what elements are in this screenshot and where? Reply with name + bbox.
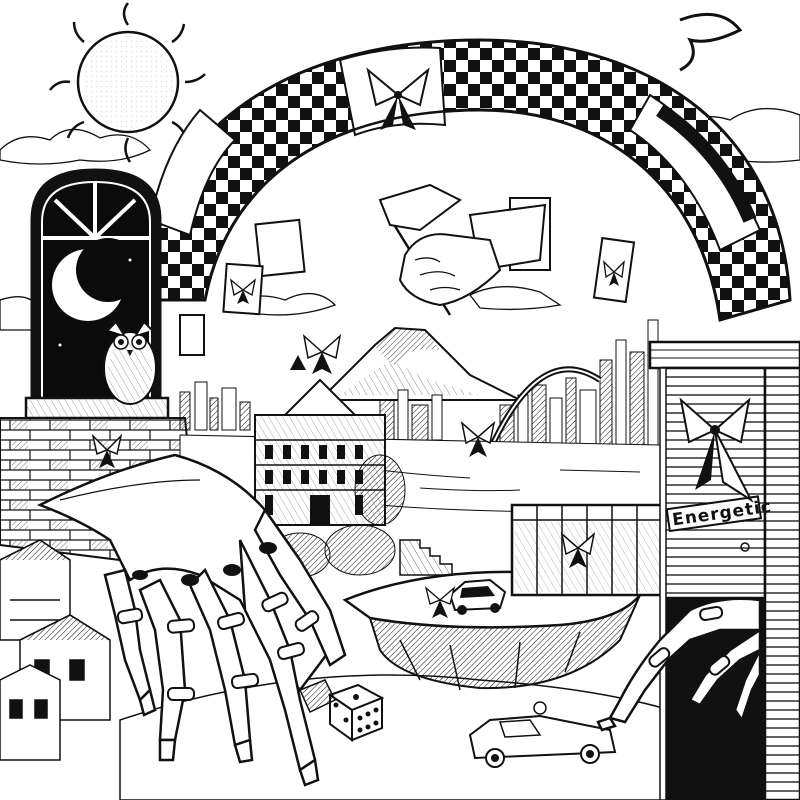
owl-icon xyxy=(103,320,157,405)
bow-ribbon-icon xyxy=(560,531,596,568)
city-skyline xyxy=(179,319,659,446)
bow-ribbon-icon xyxy=(230,278,256,304)
floating-hand-with-flag xyxy=(378,183,547,316)
bow-ribbon-icon xyxy=(91,433,123,468)
bow-ribbon-icon xyxy=(603,260,625,286)
bow-ribbon-icon xyxy=(366,67,430,130)
die-icon xyxy=(298,679,337,714)
bow-ribbon-icon xyxy=(424,586,456,618)
robotic-hand-left xyxy=(36,453,347,787)
bow-ribbon-icon xyxy=(302,333,342,374)
bow-ribbon-icon xyxy=(460,420,496,457)
floating-cards xyxy=(179,197,636,356)
night-window xyxy=(24,168,170,422)
sun-icon xyxy=(49,2,206,163)
toy-car-bottom xyxy=(468,701,617,768)
stairs xyxy=(399,539,453,576)
village-houses xyxy=(0,539,111,761)
shop-shutter: Energetic xyxy=(648,340,800,800)
die-icon xyxy=(327,683,385,742)
mountain-peak xyxy=(317,326,521,401)
robotic-hand-right xyxy=(596,597,762,732)
crescent-moon-icon xyxy=(52,238,140,321)
checkered-arch xyxy=(138,38,792,322)
bow-ribbon-icon xyxy=(679,397,754,503)
squiggle-line xyxy=(679,12,743,72)
toy-car-on-island xyxy=(448,578,507,615)
